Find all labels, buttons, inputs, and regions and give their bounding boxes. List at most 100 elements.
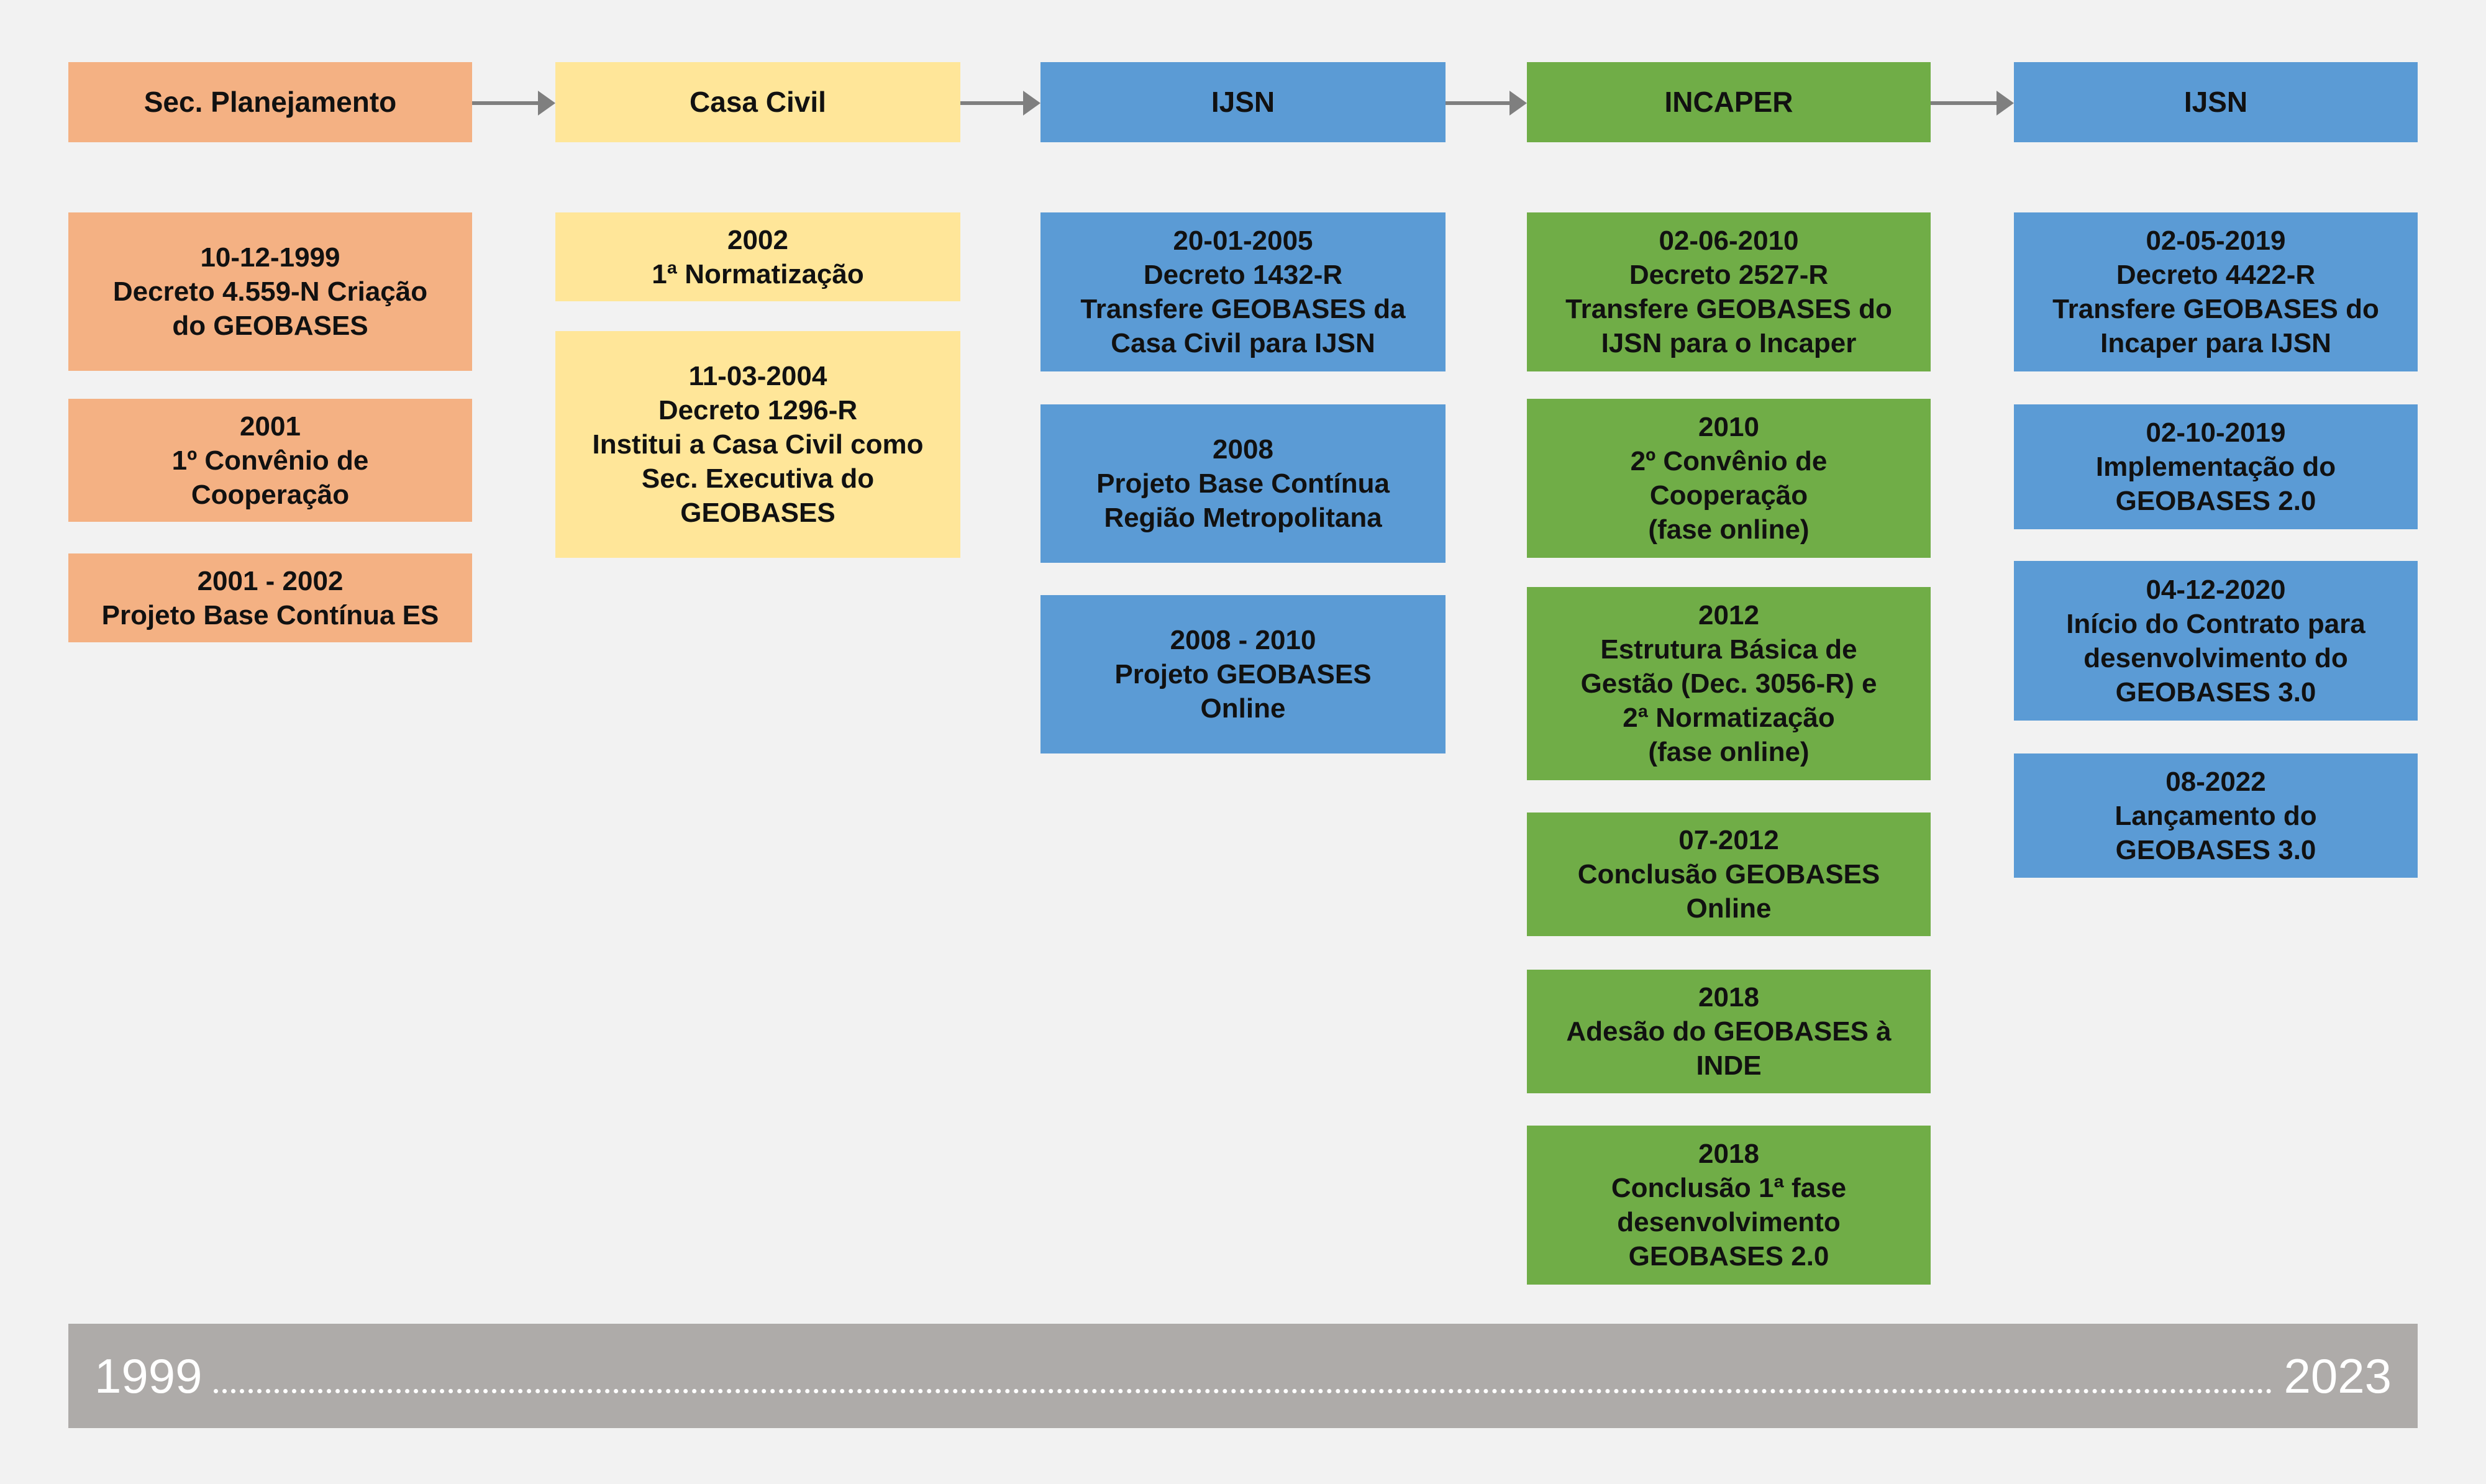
event-text-line: (fase online) [1648, 737, 1810, 767]
event-text-line: Projeto Base Contínua [1096, 468, 1390, 499]
event-date: 08-2022 [2165, 766, 2266, 797]
event-text-line: Institui a Casa Civil como [592, 429, 924, 460]
column-header: INCAPER [1527, 62, 1931, 142]
event-date: 2001 [240, 411, 301, 442]
event-text-line: Estrutura Básica de [1600, 634, 1857, 665]
event-text-line: Início do Contrato para [2066, 608, 2365, 639]
event-text-line: Lançamento do [2115, 800, 2317, 831]
event-text-line: Online [1686, 893, 1772, 924]
timeline-start-year: 1999 [94, 1348, 203, 1403]
event-text-line: GEOBASES 3.0 [2115, 834, 2316, 865]
arrow-connector [1446, 84, 1527, 122]
event-date: 2008 [1213, 434, 1273, 465]
event-text-line: Implementação do [2095, 452, 2336, 482]
arrow-right-icon [960, 91, 1040, 116]
event-date: 07-2012 [1678, 825, 1779, 855]
event-text-line: Conclusão GEOBASES [1577, 859, 1880, 890]
event-date: 2002 [727, 224, 788, 255]
event-text-line: Sec. Executiva do [641, 463, 875, 494]
column-header-label: IJSN [2183, 86, 2248, 118]
event-text-line: Região Metropolitana [1104, 503, 1382, 533]
column-header: Sec. Planejamento [68, 62, 472, 142]
event-text-line: GEOBASES 3.0 [2115, 676, 2316, 708]
arrow-right-icon [1446, 91, 1527, 116]
event-text-line: IJSN para o Incaper [1601, 328, 1857, 358]
event-text-line: GEOBASES 2.0 [1628, 1241, 1829, 1272]
column-header: IJSN [2014, 62, 2418, 142]
arrow-connector [1931, 84, 2014, 122]
event-text-line: Incaper para IJSN [2100, 328, 2331, 358]
event-date: 2008 - 2010 [1170, 625, 1316, 655]
event-text-line: Casa Civil para IJSN [1111, 328, 1375, 358]
event-text-line: 1º Convênio de [171, 445, 369, 476]
arrow-right-icon [472, 91, 555, 116]
event-text-line: Decreto 2527-R [1629, 260, 1829, 290]
event-text-line: Transfere GEOBASES do [1565, 294, 1892, 324]
event-text-line: desenvolvimento do [2083, 642, 2348, 673]
event-text-line: 2ª Normatização [1623, 703, 1835, 733]
event-card: 2010 2º Convênio de Cooperação(fase online… [1527, 399, 1931, 558]
event-text-line: 1ª Normatização [652, 258, 864, 289]
arrow-connector [472, 84, 555, 122]
event-text-line: Cooperação [1649, 480, 1808, 511]
event-text-line: 2º Convênio de [1630, 446, 1828, 476]
arrow-right-icon [1931, 91, 2014, 116]
event-date: 02-05-2019 [2146, 225, 2286, 256]
event-text-line: Conclusão 1ª fase [1611, 1173, 1847, 1203]
column-header-label: Casa Civil [690, 86, 826, 118]
event-text-line: Gestão (Dec. 3056-R) e [1580, 668, 1877, 699]
column-header-label: INCAPER [1664, 86, 1793, 118]
event-date: 2001 - 2002 [197, 565, 344, 596]
event-date: 10-12-1999 [200, 242, 340, 273]
event-text-line: Cooperação [191, 479, 350, 510]
column-header-label: Sec. Planejamento [143, 86, 397, 118]
event-text-line: Projeto GEOBASES [1114, 659, 1372, 690]
event-text-line: Transfere GEOBASES do [2052, 294, 2379, 324]
event-date: 2010 [1698, 412, 1759, 442]
event-text-line: Online [1200, 693, 1286, 724]
event-text-line: Transfere GEOBASES da [1080, 294, 1406, 324]
event-text-line: INDE [1696, 1050, 1762, 1081]
event-date: 02-06-2010 [1659, 225, 1799, 256]
event-text-line: Decreto 1296-R [658, 395, 858, 426]
event-date: 11-03-2004 [688, 361, 827, 391]
event-text-line: Decreto 4422-R [2116, 260, 2316, 290]
event-date: 2018 [1698, 982, 1759, 1013]
event-date: 2018 [1698, 1139, 1759, 1169]
event-text-line: Adesão do GEOBASES à [1566, 1016, 1892, 1047]
event-text-line: GEOBASES 2.0 [2115, 486, 2316, 516]
timeline-end-year: 2023 [2283, 1348, 2392, 1403]
event-date: 02-10-2019 [2146, 417, 2286, 448]
event-text-line: Projeto Base Contínua ES [101, 599, 439, 630]
event-date: 20-01-2005 [1173, 225, 1313, 256]
event-text-line: desenvolvimento [1617, 1207, 1841, 1237]
timeline-dotted-line [213, 1388, 2273, 1393]
event-text-line: do GEOBASES [172, 311, 368, 341]
column-header: Casa Civil [555, 62, 960, 142]
timeline-bar: 1999 2023 [68, 1324, 2418, 1428]
arrow-connector [960, 84, 1040, 122]
event-text-line: GEOBASES [680, 498, 835, 528]
column-header: IJSN [1040, 62, 1446, 142]
column-header-label: IJSN [1211, 86, 1275, 118]
event-date: 04-12-2020 [2146, 574, 2286, 605]
event-text-line: (fase online) [1648, 514, 1810, 545]
